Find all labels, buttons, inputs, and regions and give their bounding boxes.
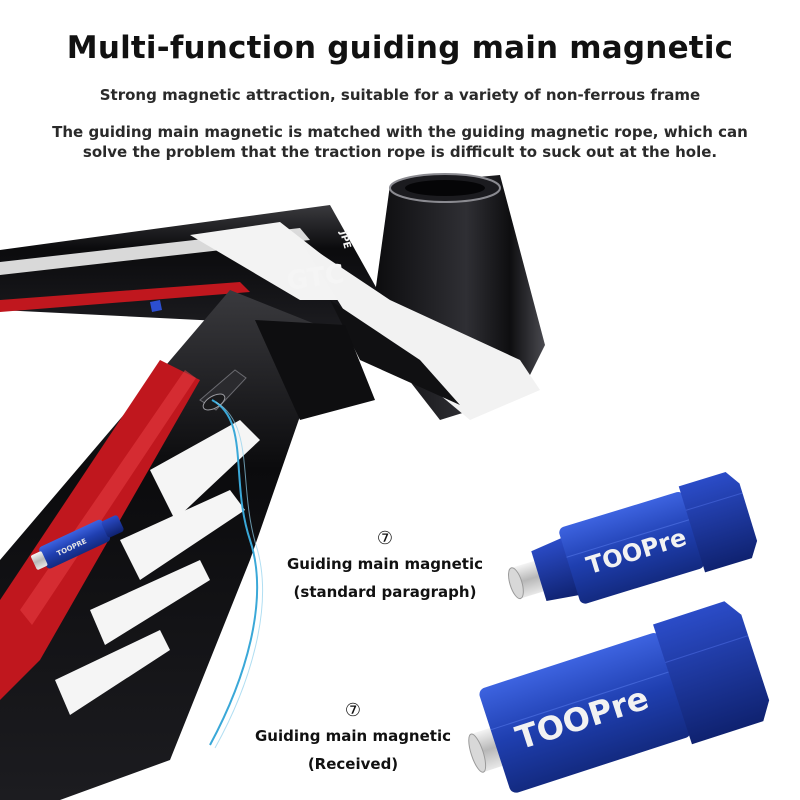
magnet-received: TOOPre xyxy=(468,601,770,793)
page-description: The guiding main magnetic is matched wit… xyxy=(0,122,800,162)
cable-port xyxy=(199,369,247,411)
caption-standard-variant: (standard paragraph) xyxy=(293,583,477,601)
magnet-standard: TOOPre xyxy=(508,472,758,604)
caption-received-marker: ⑦ xyxy=(344,700,362,721)
guiding-magnetic-rope xyxy=(209,399,259,746)
caption-received-label: Guiding main magnetic xyxy=(255,727,451,745)
page-title: Multi-function guiding main magnetic xyxy=(66,30,734,66)
caption-standard: ⑦ Guiding main magnetic (standard paragr… xyxy=(280,528,490,606)
page-subtitle: Strong magnetic attraction, suitable for… xyxy=(99,86,701,104)
description-line-2: solve the problem that the traction rope… xyxy=(82,143,718,161)
caption-standard-label: Guiding main magnetic xyxy=(287,555,483,573)
caption-received-variant: (Received) xyxy=(307,755,399,773)
caption-standard-marker: ⑦ xyxy=(376,528,394,549)
rope-exit-tip xyxy=(150,300,162,312)
description-line-1: The guiding main magnetic is matched wit… xyxy=(52,123,748,141)
frame-head-tube xyxy=(255,173,545,420)
frame-decal-brand: JPE xyxy=(337,229,353,250)
small-magnet-on-frame: TOOPRE xyxy=(31,515,124,570)
caption-received: ⑦ Guiding main magnetic (Received) xyxy=(248,700,458,778)
